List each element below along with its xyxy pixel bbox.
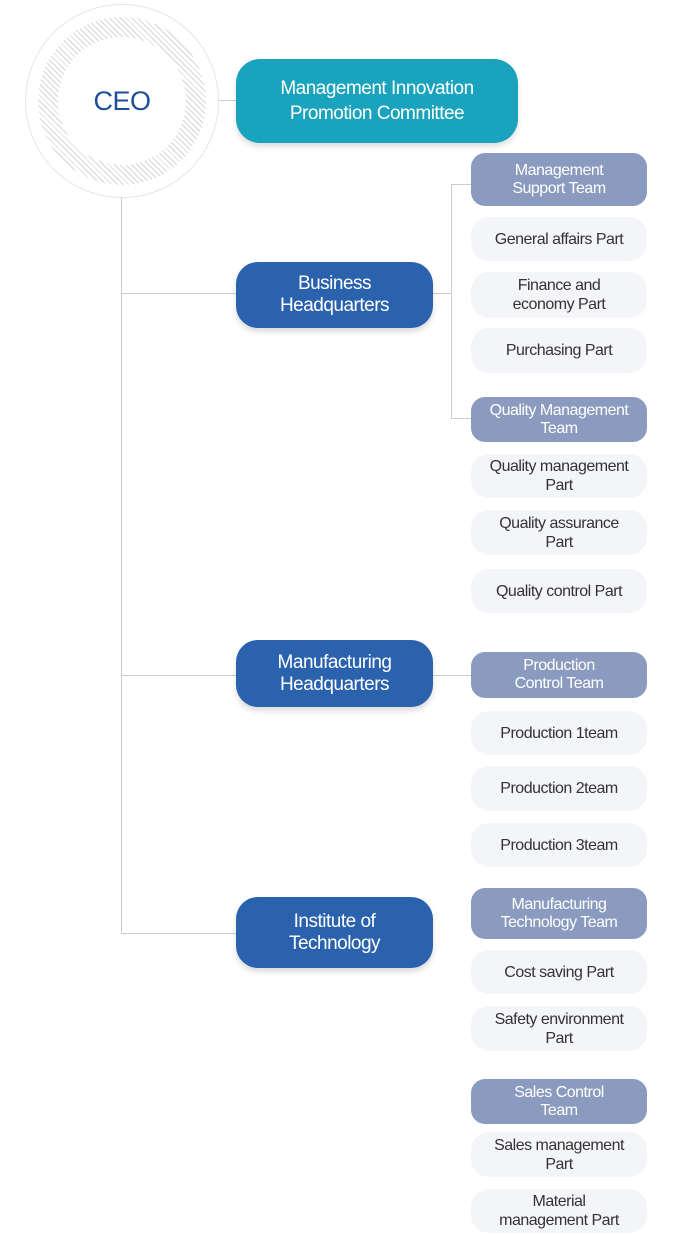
production-3team-node: Production 3team [471,823,647,867]
production-control-team-node: Production Control Team [471,652,647,698]
manufacturing-headquarters-node: Manufacturing Headquarters [236,640,433,707]
quality-management-part-node: Quality management Part [471,454,647,498]
committee-node: Management Innovation Promotion Committe… [236,59,518,143]
institute-of-technology-node: Institute of Technology [236,897,433,968]
purchasing-part-node: Purchasing Part [471,328,647,373]
manufacturing-technology-team-node: Manufacturing Technology Team [471,888,647,939]
production-2team-node: Production 2team [471,766,647,811]
sales-management-part-node: Sales management Part [471,1132,647,1177]
production-1team-node: Production 1team [471,711,647,755]
business-headquarters-node: Business Headquarters [236,262,433,328]
finance-economy-part-node: Finance and economy Part [471,272,647,318]
quality-control-part-node: Quality control Part [471,569,647,613]
ceo-node: CEO [58,37,186,165]
general-affairs-part-node: General affairs Part [471,217,647,261]
safety-environment-part-node: Safety environment Part [471,1006,647,1051]
quality-management-team-node: Quality Management Team [471,397,647,442]
quality-assurance-part-node: Quality assurance Part [471,510,647,555]
sales-control-team-node: Sales Control Team [471,1079,647,1124]
material-management-part-node: Material management Part [471,1189,647,1233]
management-support-team-node: Management Support Team [471,153,647,206]
ceo-label: CEO [93,85,151,116]
cost-saving-part-node: Cost saving Part [471,950,647,994]
